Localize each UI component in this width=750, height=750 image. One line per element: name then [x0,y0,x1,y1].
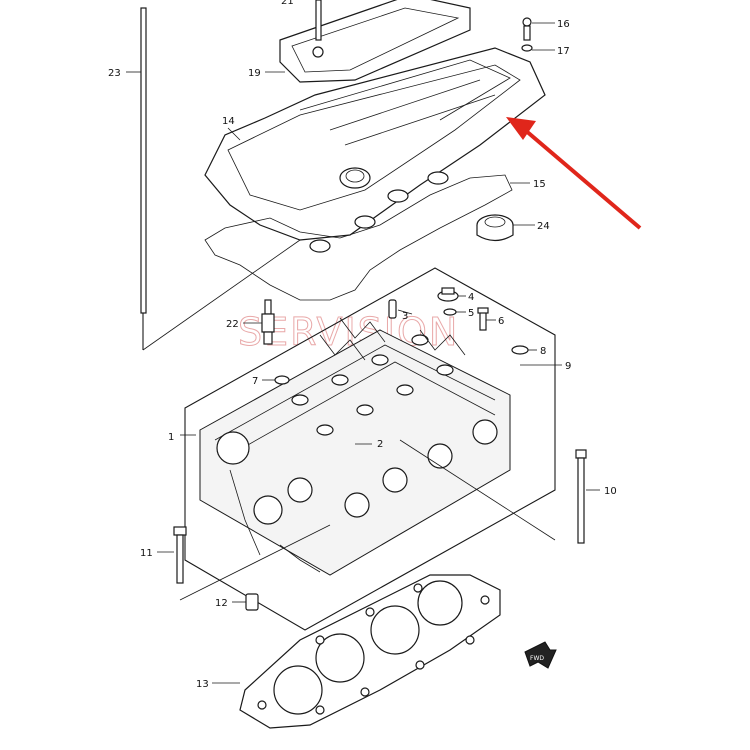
callout-labels: 1 2 3 4 5 6 7 8 9 10 11 12 13 14 15 16 1… [108,0,617,690]
part-24-oil-cap [476,214,514,242]
part-3-valve-guide [388,299,397,319]
callout-6: 6 [498,316,504,327]
part-19-cover-gasket [279,0,471,83]
part-5-washer [443,308,457,316]
callout-17: 17 [557,46,570,57]
callout-9: 9 [565,361,571,372]
callout-21: 21 [281,0,294,7]
fwd-direction-marker: FWD [524,641,557,669]
callout-14: 14 [222,116,235,127]
part-4-retainer [437,287,459,302]
callout-16: 16 [557,19,570,30]
leader-lines [126,22,600,684]
callout-11: 11 [140,548,153,559]
callout-15: 15 [533,179,546,190]
callout-3: 3 [402,311,408,322]
part-10-head-bolt [575,449,587,544]
part-1-cylinder-head [184,267,556,631]
part-13-head-gasket [239,574,501,729]
part-23-rod [140,7,147,350]
callout-23: 23 [108,68,121,79]
part-22-spark-plug [261,299,275,345]
part-12-dowel [245,593,259,611]
fwd-label: FWD [530,655,544,662]
callout-12: 12 [215,598,228,609]
callout-1: 1 [168,432,174,443]
callout-13: 13 [196,679,209,690]
part-15-gasket [204,174,513,301]
part-11-bolt [173,526,187,584]
detail-strokes [229,317,466,573]
part-8-o-ring [511,345,529,355]
callout-10: 10 [604,486,617,497]
callout-4: 4 [468,292,474,303]
callout-8: 8 [540,346,546,357]
highlight-arrow [506,117,642,230]
callout-7: 7 [252,376,258,387]
callout-2: 2 [377,439,383,450]
part-6-bolt [477,307,489,331]
callout-22: 22 [226,319,239,330]
part-7-o-ring [274,375,290,385]
callout-5: 5 [468,308,474,319]
callout-24: 24 [537,221,550,232]
callout-19: 19 [248,68,261,79]
